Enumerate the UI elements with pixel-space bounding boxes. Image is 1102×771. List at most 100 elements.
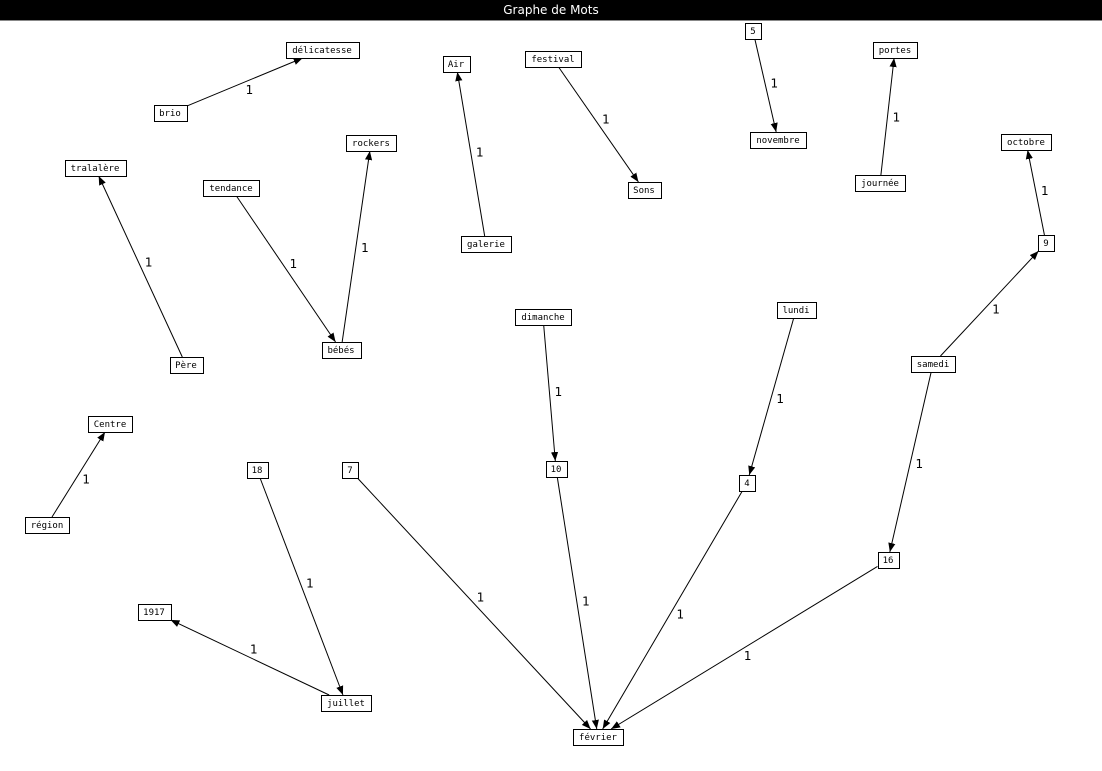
edge-samedi-16: 1 [888,371,932,553]
node-box[interactable] [25,517,70,534]
node-box[interactable] [750,132,807,149]
node-fevrier[interactable]: février [573,729,624,746]
node-box[interactable] [546,461,568,478]
node-portes[interactable]: portes [873,42,918,59]
edge-weight-label: 1 [246,83,254,97]
node-box[interactable] [443,56,471,73]
node-box[interactable] [322,342,362,359]
edge-weight-label: 1 [555,385,563,399]
node-box[interactable] [745,23,762,40]
node-label: lundi [782,306,809,316]
node-box[interactable] [88,416,133,433]
edge-weight-label: 1 [250,642,258,656]
node-region[interactable]: région [25,517,70,534]
node-box[interactable] [321,695,372,712]
node-box[interactable] [515,309,572,326]
node-box[interactable] [873,42,918,59]
node-16[interactable]: 16 [878,552,900,569]
node-brio[interactable]: brio [154,105,188,122]
node-label: brio [159,109,181,119]
node-box[interactable] [911,356,956,373]
node-box[interactable] [247,462,269,479]
node-box[interactable] [286,42,360,59]
node-box[interactable] [154,105,188,122]
edge-arrow [610,565,878,730]
edge-festival-Sons: 1 [558,66,639,183]
node-box[interactable] [342,462,359,479]
node-label: festival [531,55,574,65]
node-tendance[interactable]: tendance [203,180,260,197]
edge-weight-label: 1 [776,392,784,406]
node-10[interactable]: 10 [546,461,568,478]
edge-weight-label: 1 [476,146,484,160]
node-Air[interactable]: Air [443,56,471,73]
node-label: tralalère [71,163,120,174]
edge-arrow [357,477,591,730]
window-title: Graphe de Mots [503,3,599,17]
node-9[interactable]: 9 [1038,235,1055,252]
node-box[interactable] [628,182,662,199]
node-box[interactable] [855,175,906,192]
node-lundi[interactable]: lundi [777,302,817,319]
edge-weight-label: 1 [676,608,684,622]
node-tralalere[interactable]: tralalère [65,160,127,177]
node-delicatesse[interactable]: délicatesse [286,42,360,59]
node-Pere[interactable]: Père [170,357,204,374]
node-samedi[interactable]: samedi [911,356,956,373]
node-box[interactable] [777,302,817,319]
node-label: Centre [94,420,127,430]
node-label: portes [879,46,912,56]
node-label: octobre [1007,138,1045,148]
node-box[interactable] [1038,235,1055,252]
edge-weight-label: 1 [145,256,153,270]
node-7[interactable]: 7 [342,462,359,479]
node-octobre[interactable]: octobre [1001,134,1052,151]
node-label: dimanche [521,313,564,323]
node-dimanche[interactable]: dimanche [515,309,572,326]
node-box[interactable] [170,357,204,374]
node-bebes[interactable]: bébés [322,342,362,359]
node-box[interactable] [346,135,397,152]
edge-bebes-rockers: 1 [341,150,373,343]
edge-arrow [98,175,183,358]
node-box[interactable] [138,604,172,621]
node-box[interactable] [1001,134,1052,151]
node-galerie[interactable]: galerie [461,236,512,253]
node-label: novembre [756,136,799,146]
node-novembre[interactable]: novembre [750,132,807,149]
node-Centre[interactable]: Centre [88,416,133,433]
node-label: juillet [327,699,365,709]
edge-weight-label: 1 [770,76,778,90]
node-label: Sons [633,186,655,196]
node-4[interactable]: 4 [739,475,756,492]
node-box[interactable] [878,552,900,569]
node-box[interactable] [525,51,582,68]
node-box[interactable] [65,160,127,177]
node-rockers[interactable]: rockers [346,135,397,152]
edge-weight-label: 1 [361,241,369,255]
edge-samedi-9: 1 [940,250,1039,357]
edge-dimanche-10: 1 [543,324,563,462]
edge-weight-label: 1 [602,112,610,126]
node-box[interactable] [573,729,624,746]
edge-arrow [1025,149,1045,236]
node-label: tendance [209,184,252,194]
node-juillet[interactable]: juillet [321,695,372,712]
edge-arrow [880,57,897,176]
node-box[interactable] [739,475,756,492]
node-Sons[interactable]: Sons [628,182,662,199]
edge-region-Centre: 1 [51,431,106,518]
edge-weight-label: 1 [1041,184,1049,198]
node-1917[interactable]: 1917 [138,604,172,621]
edge-arrow [341,150,373,343]
node-box[interactable] [203,180,260,197]
node-box[interactable] [461,236,512,253]
node-label: journée [861,178,899,189]
node-5[interactable]: 5 [745,23,762,40]
node-18[interactable]: 18 [247,462,269,479]
node-festival[interactable]: festival [525,51,582,68]
node-journee[interactable]: journée [855,175,906,192]
